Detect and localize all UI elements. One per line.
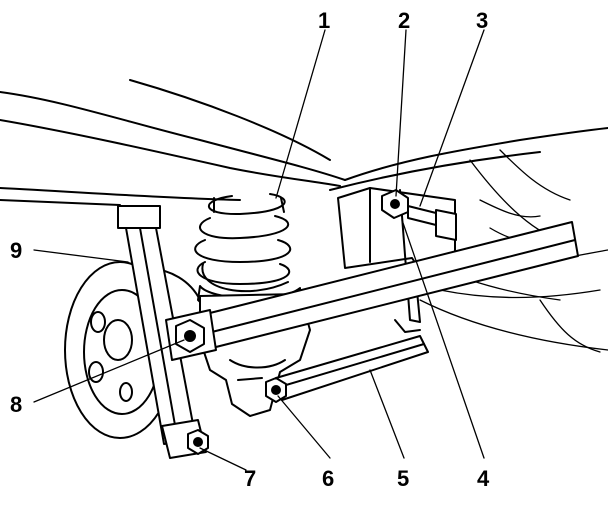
shock-lower-nut <box>187 429 209 455</box>
shock-upper-nut <box>175 319 205 353</box>
leader-1 <box>275 29 326 199</box>
arm-pivot-bolt <box>265 377 287 403</box>
callout-4: 4 <box>477 466 490 491</box>
callout-8: 8 <box>10 392 22 417</box>
callout-2: 2 <box>398 8 410 33</box>
callout-9: 9 <box>10 238 22 263</box>
callout-6: 6 <box>322 466 334 491</box>
bracket-stud <box>407 205 457 241</box>
leader-4 <box>401 219 485 459</box>
callout-5: 5 <box>397 466 409 491</box>
fasteners <box>175 189 457 455</box>
bracket-bolt <box>381 189 409 219</box>
leader-5 <box>369 369 405 459</box>
leader-3 <box>419 29 485 207</box>
leader-9 <box>33 249 129 263</box>
leader-6 <box>277 395 331 459</box>
callout-labels: 1 2 3 4 5 6 7 8 9 <box>10 8 490 491</box>
vehicle-body-outline <box>0 79 608 353</box>
callout-3: 3 <box>476 8 488 33</box>
leader-2 <box>395 29 407 197</box>
callout-7: 7 <box>244 466 256 491</box>
leader-lines <box>33 29 485 471</box>
leader-8 <box>33 339 185 403</box>
leader-7 <box>199 447 247 471</box>
callout-1: 1 <box>318 8 330 33</box>
